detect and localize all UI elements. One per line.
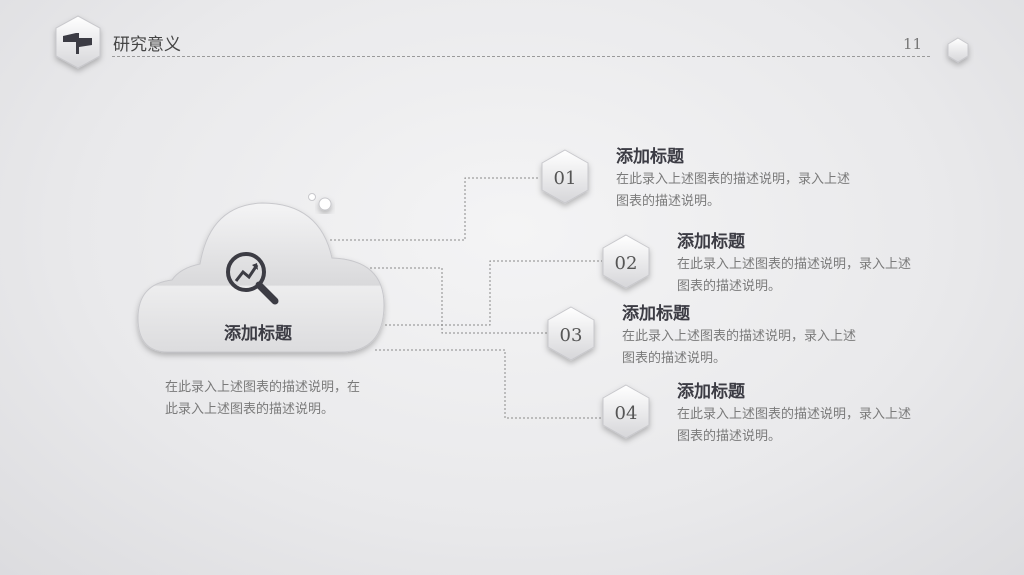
connector-03 — [338, 267, 548, 334]
hexagon-number-01: 01 — [554, 168, 577, 189]
page-title: 研究意义 — [113, 35, 181, 55]
hexagon-02 — [602, 234, 650, 289]
page-number: 11 — [903, 35, 923, 53]
item-title-02: 添加标题 — [677, 232, 745, 252]
hexagon-04 — [602, 384, 650, 439]
bubble-small — [308, 193, 316, 201]
item-description-01: 在此录入上述图表的描述说明，录入上述图表的描述说明。 — [616, 172, 851, 209]
bubble-large — [318, 197, 332, 211]
hexagon-number-04: 04 — [615, 403, 638, 424]
signpost-icon — [63, 33, 92, 54]
cloud-title: 添加标题 — [224, 324, 292, 344]
item-description-03: 在此录入上述图表的描述说明，录入上述图表的描述说明。 — [622, 329, 857, 366]
connector-01 — [330, 177, 540, 241]
hexagon-01 — [541, 149, 589, 204]
hexagon-decoration-icon — [947, 37, 969, 63]
item-title-04: 添加标题 — [677, 382, 745, 402]
cloud-shape — [137, 202, 385, 353]
cloud-description: 在此录入上述图表的描述说明，在此录入上述图表的描述说明。 — [165, 380, 361, 417]
hexagon-number-02: 02 — [615, 253, 638, 274]
item-title-03: 添加标题 — [622, 304, 690, 324]
connector-04 — [375, 349, 602, 419]
hexagon-number-03: 03 — [560, 325, 583, 346]
item-description-04: 在此录入上述图表的描述说明，录入上述图表的描述说明。 — [677, 407, 912, 444]
hexagon-03 — [547, 306, 595, 361]
item-title-01: 添加标题 — [616, 147, 684, 167]
connector-02 — [385, 260, 602, 326]
item-description-02: 在此录入上述图表的描述说明，录入上述图表的描述说明。 — [677, 257, 912, 294]
connector-lines — [330, 177, 602, 419]
search-trend-icon — [226, 252, 279, 305]
header-divider — [112, 56, 930, 57]
